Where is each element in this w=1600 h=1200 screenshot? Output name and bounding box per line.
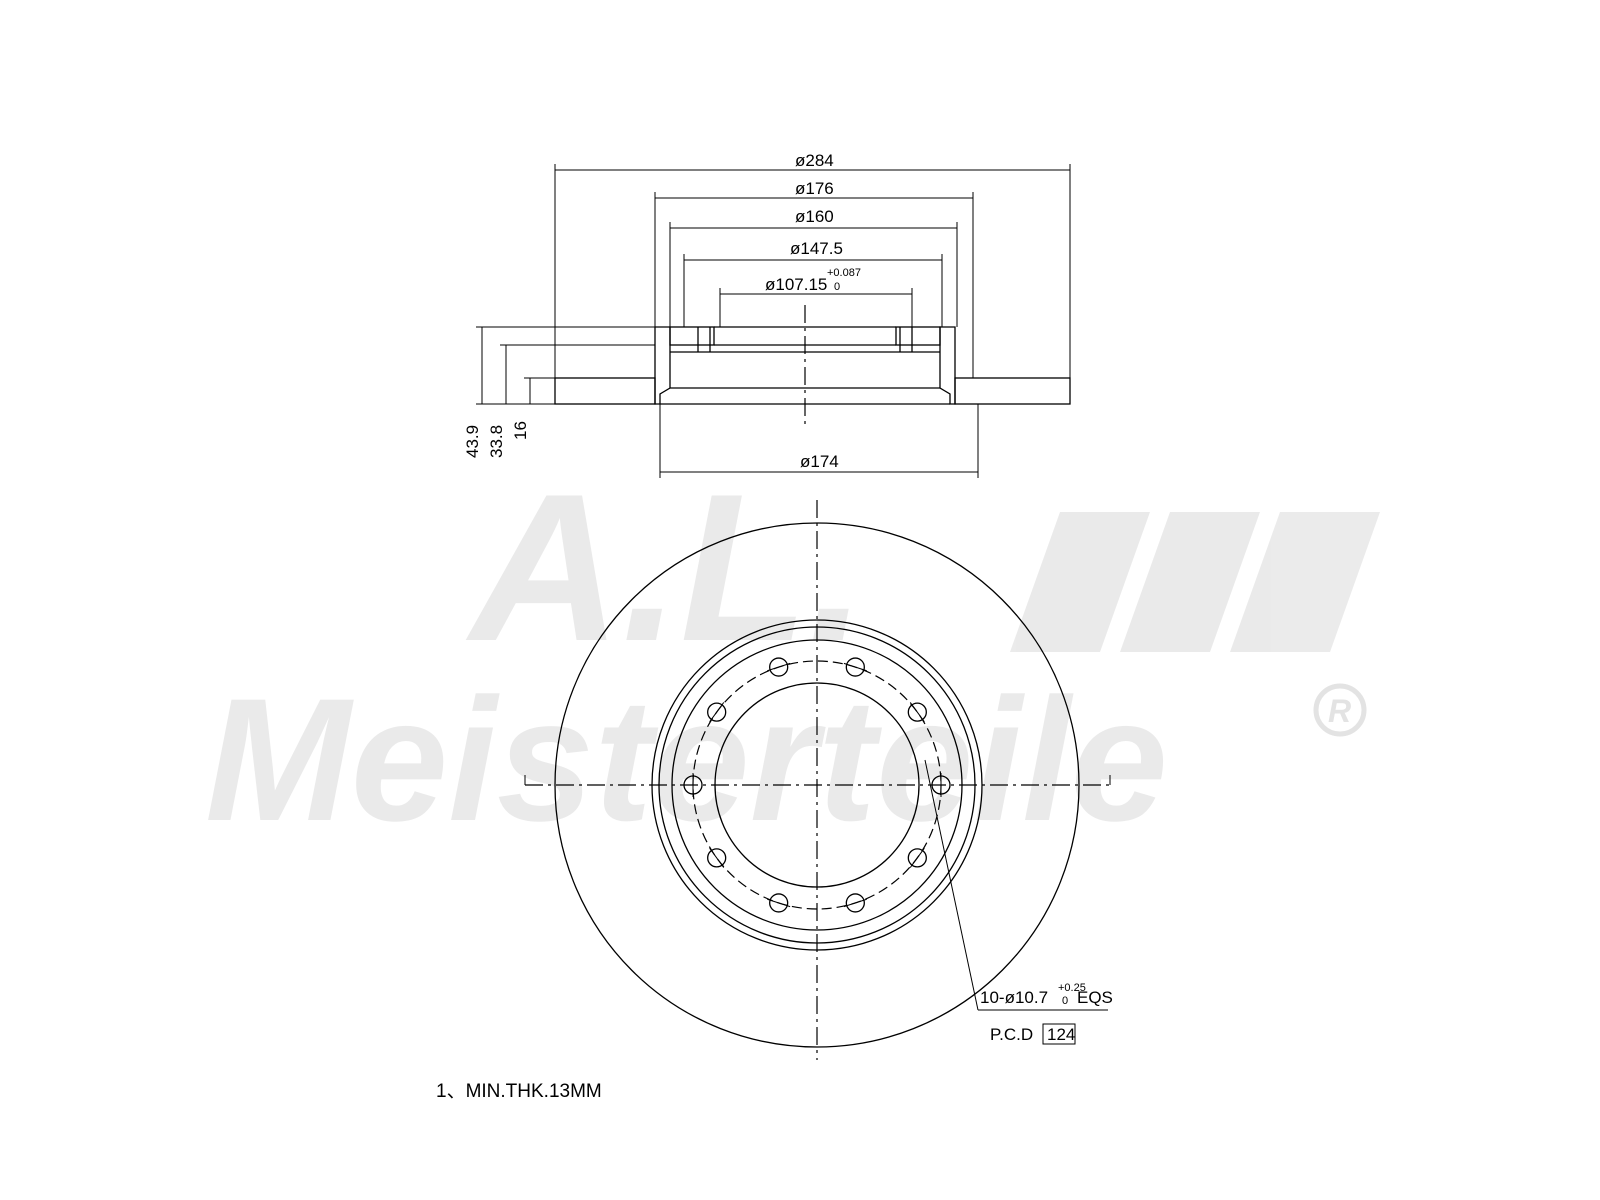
bolt-callout: 10-ø10.7 [980,988,1048,1007]
bolt-hole-tick [709,702,725,723]
bolt-hole [845,657,865,677]
bolt-holes [683,657,951,913]
bolt-hole [707,702,727,722]
front-view: 10-ø10.7 +0.25 0 EQS P.C.D 124 [524,500,1113,1060]
rotor-section-hatch [554,326,1071,405]
bolt-hole-tick [909,847,925,868]
pcd-box [1042,1023,1076,1045]
registered-mark-icon: R [1313,683,1367,737]
bolt-tol-lower: 0 [1062,995,1068,1007]
bolt-hole [769,657,789,677]
dim-h33: 33.8 [487,425,506,458]
watermark-logo-icon [1010,512,1380,652]
bolt-hole-tick [709,847,725,868]
bolt-hole [707,848,727,868]
dim-d174: ø174 [800,452,839,471]
bolt-hole-tick [843,662,867,672]
dim-h43: 43.9 [463,425,482,458]
dim-d160: ø160 [795,207,834,226]
dim-d107-tol-lower: 0 [834,281,840,293]
section-view: ø284 ø176 ø160 ø147.5 ø107.15 +0.087 0 ø… [463,151,1071,478]
pcd-value: 124 [1047,1025,1075,1044]
bolt-hole-tick [767,898,791,908]
dim-d107-tol-upper: +0.087 [827,267,861,279]
bolt-hole [907,848,927,868]
dim-d147: ø147.5 [790,239,843,258]
watermark-brand: Meisterteile [205,663,1168,858]
dim-d176: ø176 [795,179,834,198]
bolt-hole-tick [767,662,791,672]
bolt-hole [907,702,927,722]
bolt-hole [845,893,865,913]
bolt-leader-line [924,759,979,1011]
bolt-tol-upper: +0.25 [1058,982,1086,994]
registered-mark-letter: R [1328,693,1351,729]
bolt-suffix: EQS [1077,988,1113,1007]
dim-h16: 16 [511,421,530,440]
watermark-initials: A.L. [465,450,867,685]
bolt-hole-tick [843,898,867,908]
min-thickness-note: 1、MIN.THK.13MM [436,1081,602,1102]
dim-d107: ø107.15 [765,275,827,294]
bolt-hole [769,893,789,913]
watermark: A.L. Meisterteile R [205,450,1380,858]
dim-d284: ø284 [795,151,834,170]
pcd-label: P.C.D [990,1025,1033,1044]
bolt-hole-tick [909,702,925,723]
